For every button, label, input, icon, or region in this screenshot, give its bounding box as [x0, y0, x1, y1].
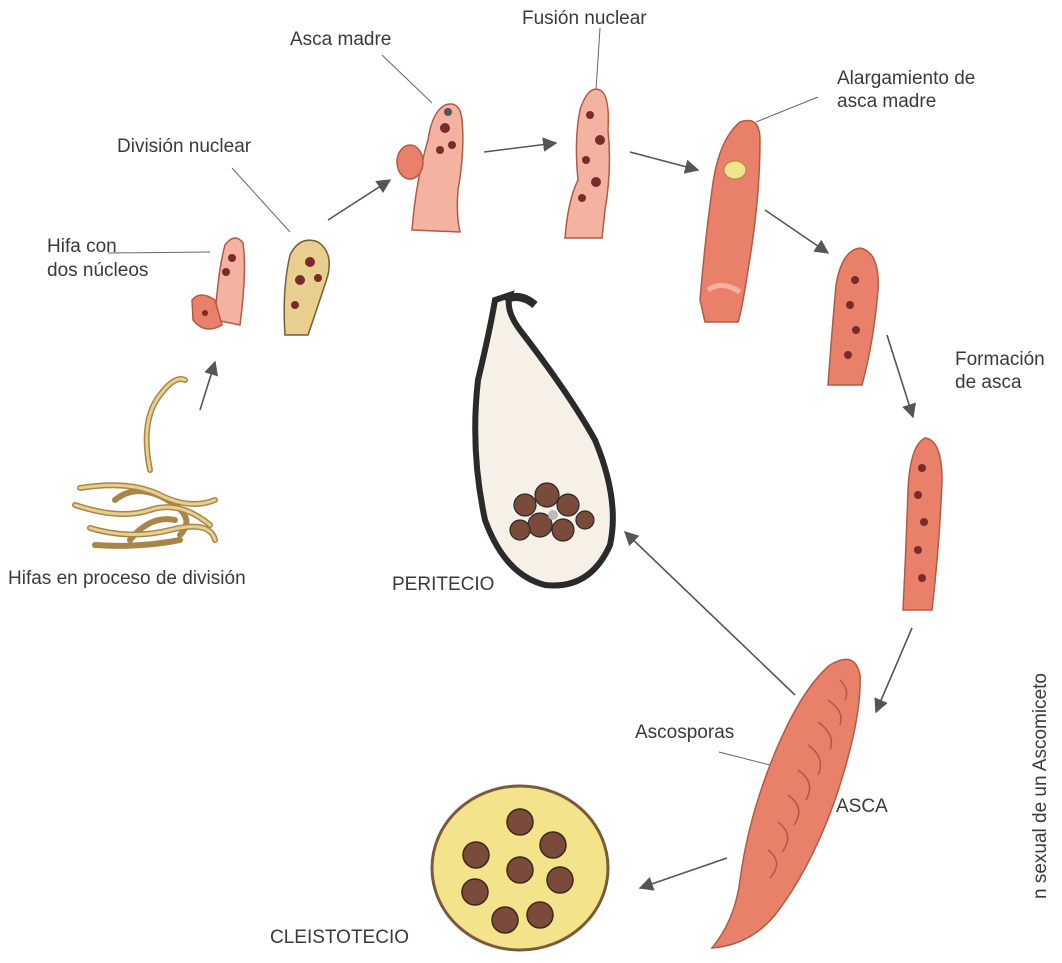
arrow-asca-to-fusion — [484, 143, 556, 152]
elongated-ascus-icon — [700, 120, 760, 322]
label-hifas-division: Hifas en proceso de división — [8, 568, 246, 589]
arrow-alargamiento-to-formacion — [765, 210, 828, 253]
label-alargamiento-2: asca madre — [837, 91, 936, 112]
arrow-hifas-to-hifa — [200, 362, 215, 410]
arrow-asca-to-cleistotecio — [640, 858, 727, 888]
side-caption: n sexual de un Ascomiceto — [1030, 673, 1052, 963]
cleistothecium-icon — [432, 786, 608, 950]
label-fusion-nuclear: Fusión nuclear — [522, 8, 647, 29]
label-division-nuclear: División nuclear — [117, 136, 252, 157]
label-peritecio: PERITECIO — [392, 574, 494, 595]
label-formacion-1: Formación — [955, 349, 1045, 370]
ascus-formation-icon — [903, 438, 942, 610]
arrow-formacion-to-asca2 — [887, 335, 913, 417]
label-hifa-dos-nucleos-1: Hifa con — [47, 236, 117, 257]
nuclear-division-icon — [284, 240, 329, 335]
label-cleistotecio: CLEISTOTECIO — [270, 927, 409, 948]
label-hifa-dos-nucleos-2: dos núcleos — [47, 260, 148, 281]
arrow-asca-to-peritecio — [625, 532, 795, 695]
nuclear-fusion-icon — [565, 89, 609, 238]
perithecium-icon — [475, 295, 613, 586]
arrow-fusion-to-alargamiento — [630, 152, 698, 170]
arrow-to-asca-final — [876, 628, 912, 712]
label-asca-madre: Asca madre — [290, 29, 391, 50]
arrow-division-to-asca — [328, 180, 390, 220]
hyphae-tangle-icon — [75, 379, 215, 546]
label-formacion-2: de asca — [955, 372, 1022, 393]
mother-ascus-icon — [397, 104, 463, 232]
label-ascosporas: Ascosporas — [635, 722, 734, 743]
label-alargamiento-1: Alargamiento de — [837, 68, 975, 89]
forming-ascus-icon — [828, 248, 878, 385]
label-asca: ASCA — [836, 796, 888, 817]
